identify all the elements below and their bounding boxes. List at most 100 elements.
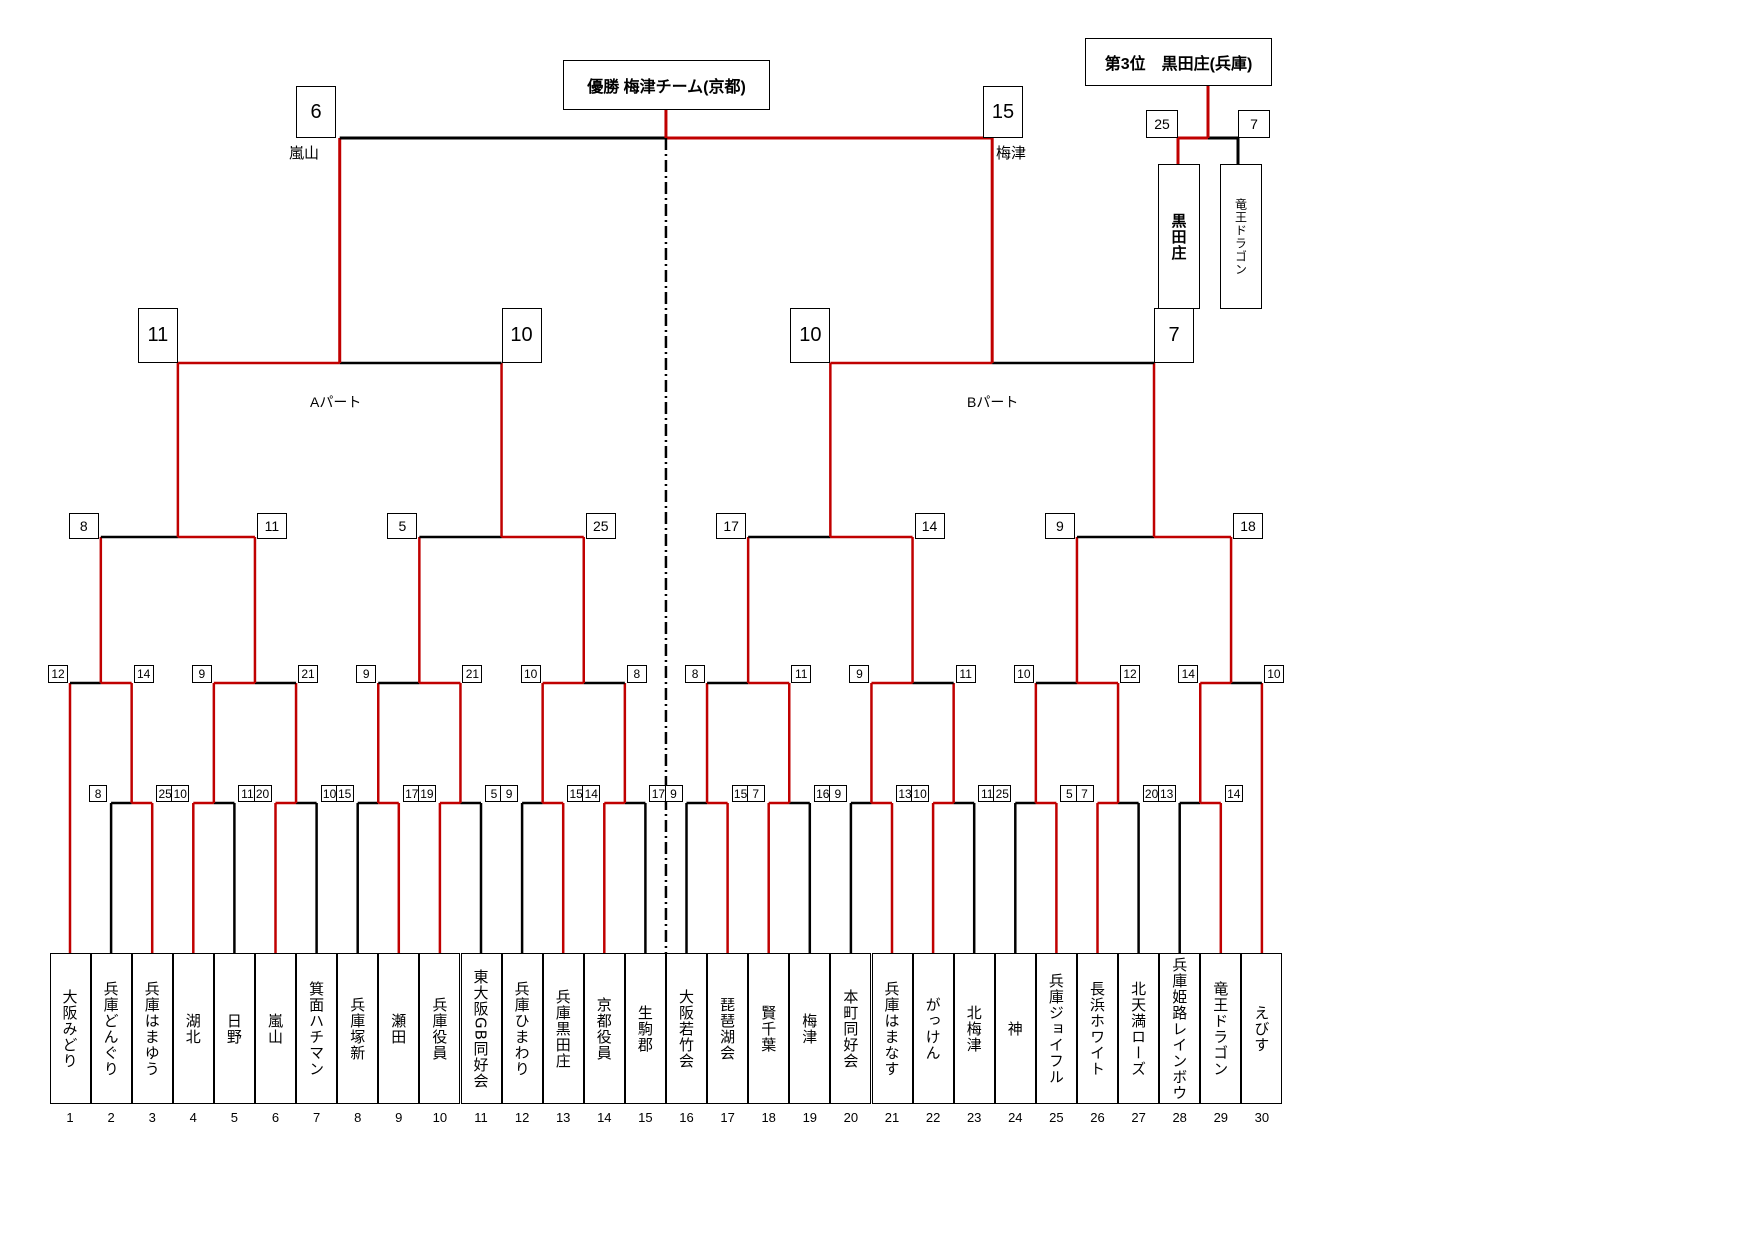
- team-name-box: 嵐山: [255, 953, 296, 1104]
- semi-score: 10: [790, 308, 831, 363]
- team-name: 大阪若竹会: [677, 988, 695, 1069]
- team-number: 17: [720, 1110, 735, 1125]
- team-number: 2: [107, 1110, 115, 1125]
- third-left-name: 黒田庄: [1158, 164, 1200, 309]
- team-number: 12: [514, 1110, 530, 1125]
- round1-score: 17: [649, 785, 668, 802]
- team-name: 兵庫塚新: [348, 996, 367, 1061]
- team-name-box: 梅津: [789, 953, 831, 1104]
- team-number: 10: [432, 1110, 448, 1125]
- team-name: 兵庫はまなす: [882, 980, 901, 1077]
- round3-score: 25: [585, 513, 616, 539]
- team-name: 長浜ホワイト: [1088, 980, 1106, 1077]
- team-name: 湖北: [183, 1012, 202, 1045]
- team-name-box: 兵庫塚新: [337, 953, 379, 1104]
- team-name: 兵庫はまゆう: [142, 980, 161, 1077]
- team-number: 20: [843, 1110, 859, 1125]
- third-left-score: 25: [1146, 110, 1178, 138]
- third-place-box: 第3位 黒田庄(兵庫): [1085, 38, 1272, 86]
- round1-score: 13: [1157, 785, 1176, 802]
- champion-label: 優勝 梅津チーム(京都): [587, 79, 746, 96]
- round1-score: 7: [1075, 785, 1094, 802]
- final-right-score: 15: [983, 86, 1023, 138]
- round2-score: 21: [298, 665, 319, 683]
- team-name: 箕面ハチマン: [307, 980, 326, 1077]
- team-number: 22: [925, 1110, 941, 1125]
- round1-score: 25: [993, 785, 1012, 802]
- round3-score: 14: [914, 513, 945, 539]
- round1-score: 10: [911, 785, 930, 802]
- round1-score: 11: [978, 785, 997, 802]
- team-name: 兵庫ひまわり: [512, 980, 531, 1077]
- team-number: 21: [884, 1110, 900, 1125]
- team-name-box: 賢千葉: [748, 953, 790, 1104]
- round1-score: 16: [813, 785, 832, 802]
- third-place-label: 第3位 黒田庄(兵庫): [1104, 56, 1253, 73]
- team-name-box: 兵庫ひまわり: [501, 953, 543, 1104]
- round1-score: 15: [335, 785, 354, 802]
- round2-score: 9: [849, 665, 870, 683]
- team-name: 神: [1005, 1020, 1024, 1037]
- round1-score: 9: [500, 785, 519, 802]
- third-right-name: 竜王ドラゴン: [1220, 164, 1262, 309]
- team-name-box: 兵庫はまなす: [871, 953, 913, 1104]
- round2-score: 10: [1263, 665, 1284, 683]
- round1-score: 10: [171, 785, 190, 802]
- round3-score: 5: [387, 513, 418, 539]
- team-name-box: 瀬田: [378, 953, 420, 1104]
- team-name-box: 大阪みどり: [49, 953, 91, 1104]
- round3-score: 9: [1044, 513, 1075, 539]
- round1-score: 13: [896, 785, 914, 802]
- team-name: 兵庫黒田庄: [553, 988, 572, 1069]
- round2-score: 12: [48, 665, 68, 683]
- team-name-box: 長浜ホワイト: [1077, 953, 1118, 1104]
- team-name-box: 北梅津: [953, 953, 995, 1104]
- round1-score: 9: [664, 785, 683, 802]
- final-right-name: 梅津: [996, 145, 1027, 162]
- round2-score: 10: [520, 665, 541, 683]
- team-number: 14: [597, 1110, 612, 1125]
- part-b-label: Bパート: [967, 394, 1019, 410]
- team-number: 11: [474, 1110, 488, 1125]
- part-a-label: Aパート: [310, 394, 362, 410]
- round3-score: 18: [1233, 513, 1264, 539]
- team-number: 24: [1008, 1110, 1023, 1125]
- round1-score: 14: [1224, 785, 1243, 802]
- team-name-box: 大阪若竹会: [666, 953, 707, 1104]
- round2-score: 21: [462, 665, 483, 683]
- team-name-box: 兵庫姫路レインボウ: [1159, 953, 1201, 1104]
- semi-score: 11: [137, 308, 178, 363]
- team-name: 琵琶湖会: [718, 996, 737, 1061]
- team-name: 兵庫姫路レインボウ: [1170, 956, 1189, 1101]
- team-name-box: 兵庫黒田庄: [542, 953, 584, 1104]
- team-number: 16: [679, 1110, 694, 1125]
- team-name: 京都役員: [594, 996, 613, 1061]
- round2-score: 14: [1178, 665, 1199, 683]
- round2-score: 9: [356, 665, 377, 683]
- team-number: 1: [66, 1110, 74, 1125]
- team-name: 生駒郡: [635, 1004, 654, 1053]
- team-name-box: 兵庫どんぐり: [90, 953, 132, 1104]
- round2-score: 11: [791, 665, 812, 683]
- round2-score: 11: [955, 665, 976, 683]
- round2-score: 10: [1013, 665, 1034, 683]
- team-number: 29: [1213, 1110, 1229, 1125]
- team-name: えびす: [1252, 1004, 1271, 1053]
- round1-score: 17: [402, 785, 421, 802]
- round1-score: 10: [320, 785, 339, 802]
- team-name-box: 竜王ドラゴン: [1200, 953, 1242, 1104]
- team-name-box: 神: [994, 953, 1036, 1104]
- team-number: 9: [395, 1110, 403, 1125]
- round2-score: 12: [1120, 665, 1141, 683]
- team-number: 30: [1254, 1110, 1270, 1125]
- team-number: 18: [761, 1110, 776, 1125]
- round3-score: 11: [256, 513, 287, 539]
- round3-score: 17: [716, 513, 747, 539]
- round2-score: 8: [685, 665, 706, 683]
- team-number: 4: [189, 1110, 197, 1125]
- team-number: 6: [271, 1110, 280, 1125]
- third-right-score: 7: [1238, 110, 1270, 138]
- team-name: 兵庫どんぐり: [101, 980, 120, 1077]
- semi-score: 7: [1154, 308, 1194, 363]
- round3-score: 8: [68, 513, 99, 539]
